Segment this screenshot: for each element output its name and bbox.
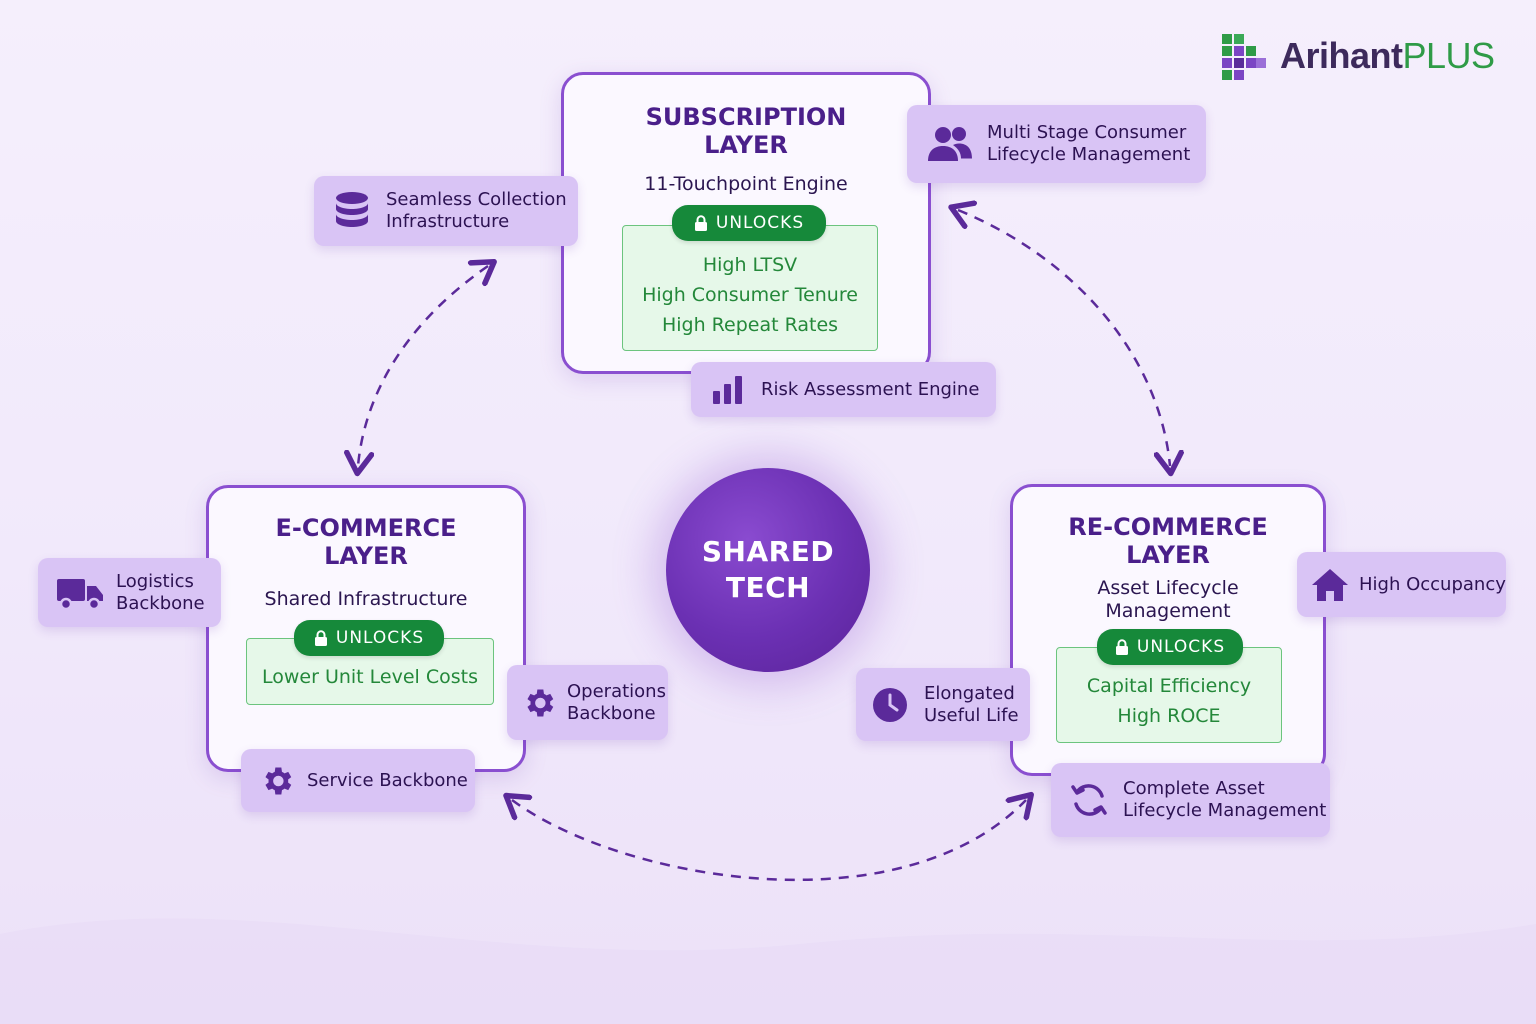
background-wave <box>0 918 1536 1024</box>
brand-suffix: PLUS <box>1402 35 1496 76</box>
benefit-item: High Repeat Rates <box>661 314 839 336</box>
unlocks-badge: UNLOCKS <box>1097 629 1243 665</box>
gear-icon <box>527 689 554 716</box>
subscription-layer-card: SUBSCRIPTION LAYER 11-Touchpoint Engine … <box>561 72 931 374</box>
ecommerce-layer-card: E-COMMERCE LAYER Shared Infrastructure L… <box>206 485 526 772</box>
recommerce-layer-subtitle: Asset Lifecycle Management <box>1097 577 1239 622</box>
refresh-icon <box>1071 784 1107 816</box>
benefit-item: Lower Unit Level Costs <box>261 666 478 688</box>
benefit-item: High LTSV <box>702 254 798 276</box>
recommerce-layer-title: RE-COMMERCE LAYER <box>1068 513 1268 569</box>
subscription-unlocks-box: High LTSV High Consumer Tenure High Repe… <box>622 225 878 351</box>
connector-subscription-recommerce <box>958 210 1170 466</box>
ecommerce-unlocks-box: Lower Unit Level Costs <box>246 638 494 705</box>
brand-logo: ArihantPLUS <box>1220 32 1495 80</box>
benefit-item: Capital Efficiency <box>1086 675 1252 697</box>
database-icon <box>336 192 368 227</box>
connector-subscription-ecommerce <box>358 266 488 466</box>
home-icon <box>1312 568 1348 601</box>
recommerce-layer-card: RE-COMMERCE LAYER Asset Lifecycle Manage… <box>1010 484 1326 776</box>
chip-high-occupancy: High Occupancy <box>1297 552 1506 617</box>
gear-icon <box>265 767 292 794</box>
brand-name: ArihantPLUS <box>1280 35 1496 76</box>
clock-icon <box>873 687 907 722</box>
users-icon <box>928 127 972 161</box>
subscription-layer-subtitle: 11-Touchpoint Engine <box>644 173 848 195</box>
lock-icon <box>694 215 707 231</box>
recommerce-unlocks-box: Capital Efficiency High ROCE <box>1056 647 1282 743</box>
shared-tech-hub: SHARED TECH <box>666 468 870 672</box>
arihant-logo-icon <box>1222 34 1266 80</box>
benefit-item: High ROCE <box>1117 705 1221 727</box>
ecommerce-layer-title: E-COMMERCE LAYER <box>275 514 457 570</box>
unlocks-badge: UNLOCKS <box>294 620 444 656</box>
truck-icon <box>57 578 103 610</box>
subscription-layer-title: SUBSCRIPTION LAYER <box>645 103 847 159</box>
benefit-item: High Consumer Tenure <box>642 284 858 306</box>
chip-risk-assessment: Risk Assessment Engine <box>691 362 996 417</box>
ecommerce-layer-subtitle: Shared Infrastructure <box>264 588 468 610</box>
chip-service-backbone: Service Backbone <box>241 749 475 812</box>
bar-chart-icon <box>713 375 742 404</box>
unlocks-badge: UNLOCKS <box>672 205 826 241</box>
lock-icon <box>314 630 327 646</box>
lock-icon <box>1115 639 1128 655</box>
connector-ecommerce-recommerce <box>512 800 1026 882</box>
